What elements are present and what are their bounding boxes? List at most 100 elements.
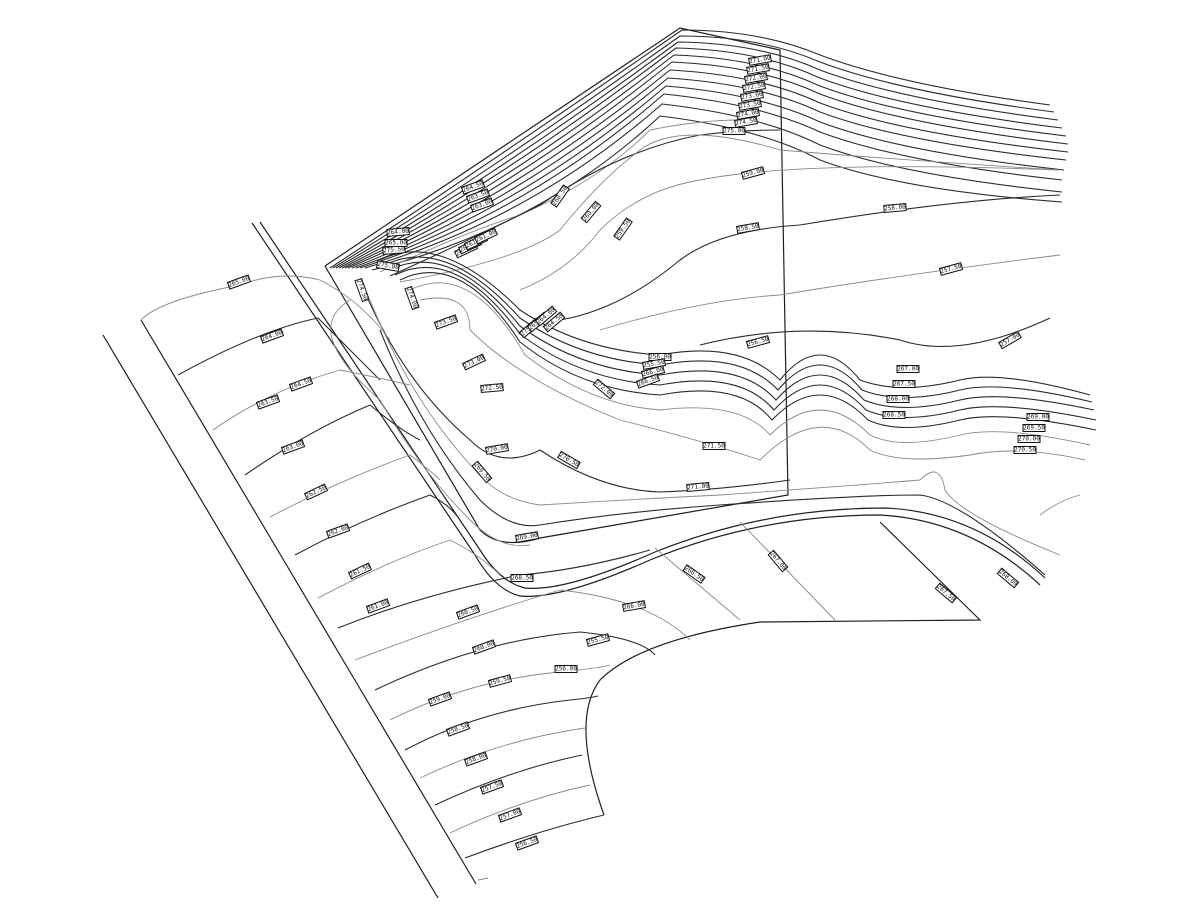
elevation-label: 268.00	[886, 395, 910, 403]
elevation-label-box	[554, 665, 578, 673]
elevation-label-box	[682, 564, 706, 584]
contour-line	[399, 134, 1061, 283]
elevation-label-text: 271.50	[703, 443, 725, 450]
elevation-label-box	[580, 200, 602, 224]
elevation-label-box	[735, 108, 761, 120]
contour-line	[464, 814, 605, 859]
contour-line	[379, 329, 1046, 576]
contour-line	[389, 261, 1095, 411]
elevation-label-text: 268.00	[887, 396, 909, 403]
elevation-label-box	[455, 604, 481, 620]
elevation-label-box	[427, 691, 453, 707]
elevation-label-box	[347, 562, 373, 580]
elevation-label-text: 271.50	[747, 64, 770, 75]
elevation-label: 271.00	[686, 482, 710, 492]
elevation-label-box	[1013, 446, 1037, 454]
elevation-label-text: 273.00	[741, 91, 764, 102]
elevation-label-box	[1017, 435, 1041, 443]
elevation-label-box	[484, 443, 510, 455]
elevation-label: 268.50	[882, 411, 906, 419]
elevation-label-text: 258.00	[884, 204, 907, 213]
elevation-label-box	[767, 549, 789, 573]
elevation-label-box	[497, 807, 523, 823]
elevation-label: 258.50	[735, 222, 761, 234]
elevation-label: 269.50	[1022, 424, 1046, 432]
contour-line	[374, 631, 656, 691]
elevation-label-text: 271.00	[687, 483, 710, 492]
elevation-label-text: 269.00	[1027, 414, 1049, 421]
road-edges	[102, 27, 1046, 899]
contour-line	[379, 119, 741, 273]
elevation-label-text: 272.00	[745, 73, 768, 84]
elevation-label: 274.50	[733, 116, 759, 128]
elevation-label-box	[741, 81, 767, 93]
elevation-label-text: 274.00	[737, 109, 760, 120]
elevation-label-box	[739, 90, 765, 102]
elevation-label-box	[465, 188, 491, 204]
contour-line	[409, 282, 1091, 446]
elevation-label-text: 256.00	[649, 354, 671, 361]
elevation-label: 272.00	[743, 72, 769, 84]
elevation-label-box	[534, 305, 558, 327]
elevation-label-text: 272.50	[481, 384, 504, 393]
elevation-label-box	[743, 72, 769, 84]
elevation-label-box	[463, 751, 489, 767]
elevation-label-text: 275.50	[383, 246, 406, 255]
elevation-label-box	[737, 99, 763, 111]
contour-line	[330, 299, 531, 547]
contours-upper	[329, 29, 1069, 271]
contour-line	[338, 47, 1063, 269]
contour-line	[244, 404, 421, 476]
elevation-label-box	[635, 373, 661, 389]
elevation-label: 269.00	[514, 531, 540, 543]
contour-line	[359, 93, 1063, 269]
elevation-label-box	[550, 184, 570, 208]
elevation-label-text: 270.00	[486, 444, 509, 455]
elevation-label-box	[702, 442, 726, 450]
elevation-label-box	[934, 582, 958, 604]
elevation-label: 267.00	[896, 365, 920, 373]
contour-line	[384, 256, 1093, 403]
elevation-label-box	[480, 383, 504, 393]
contour-line	[355, 85, 1065, 269]
elevation-label-text: 275.00	[377, 261, 400, 272]
elevation-label-box	[998, 330, 1022, 350]
elevation-label: 273.00	[739, 90, 765, 102]
elevation-label-box	[325, 523, 351, 539]
elevation-label: 271.50	[745, 63, 771, 75]
elevation-label-box	[592, 378, 616, 400]
elevation-label: 267.50	[892, 380, 916, 388]
elevation-label: 271.00	[747, 54, 773, 66]
elevation-label-box	[585, 633, 611, 647]
site-boundary-north	[324, 27, 789, 544]
contour-line	[519, 166, 1061, 291]
elevation-label: 275.00	[375, 260, 401, 272]
road-edge-diagonal-b	[259, 221, 1046, 589]
elevation-label: 270.00	[484, 443, 510, 455]
elevation-label: 273.50	[737, 99, 763, 111]
elevation-label: 268.50	[510, 574, 534, 582]
contour-line	[354, 589, 691, 661]
elevation-label-box	[938, 262, 964, 276]
elevation-label-text: 274.50	[735, 117, 758, 128]
elevation-label-box	[255, 394, 281, 410]
contour-line	[369, 299, 1061, 556]
elevation-label-box	[745, 63, 771, 75]
elevation-label-box	[433, 314, 459, 330]
elevation-label-box	[473, 227, 499, 245]
elevation-label-text: 270.50	[1014, 447, 1036, 454]
contour-line	[379, 251, 1091, 396]
road-edge-west-inner	[140, 319, 477, 885]
elevation-label: 258.00	[883, 203, 907, 213]
elevation-label-box	[621, 600, 647, 612]
contour-line	[364, 103, 1063, 269]
elevation-label-box	[892, 380, 916, 388]
contour-line	[419, 297, 1086, 461]
elevation-label-box	[896, 365, 920, 373]
elevation-label-box	[365, 598, 391, 614]
contour-line	[404, 695, 599, 751]
elevation-label: 269.00	[1026, 413, 1050, 421]
elevation-label-box	[996, 567, 1020, 589]
elevation-label-text: 265.00	[385, 240, 407, 247]
elevation-label: 271.50	[702, 442, 726, 450]
